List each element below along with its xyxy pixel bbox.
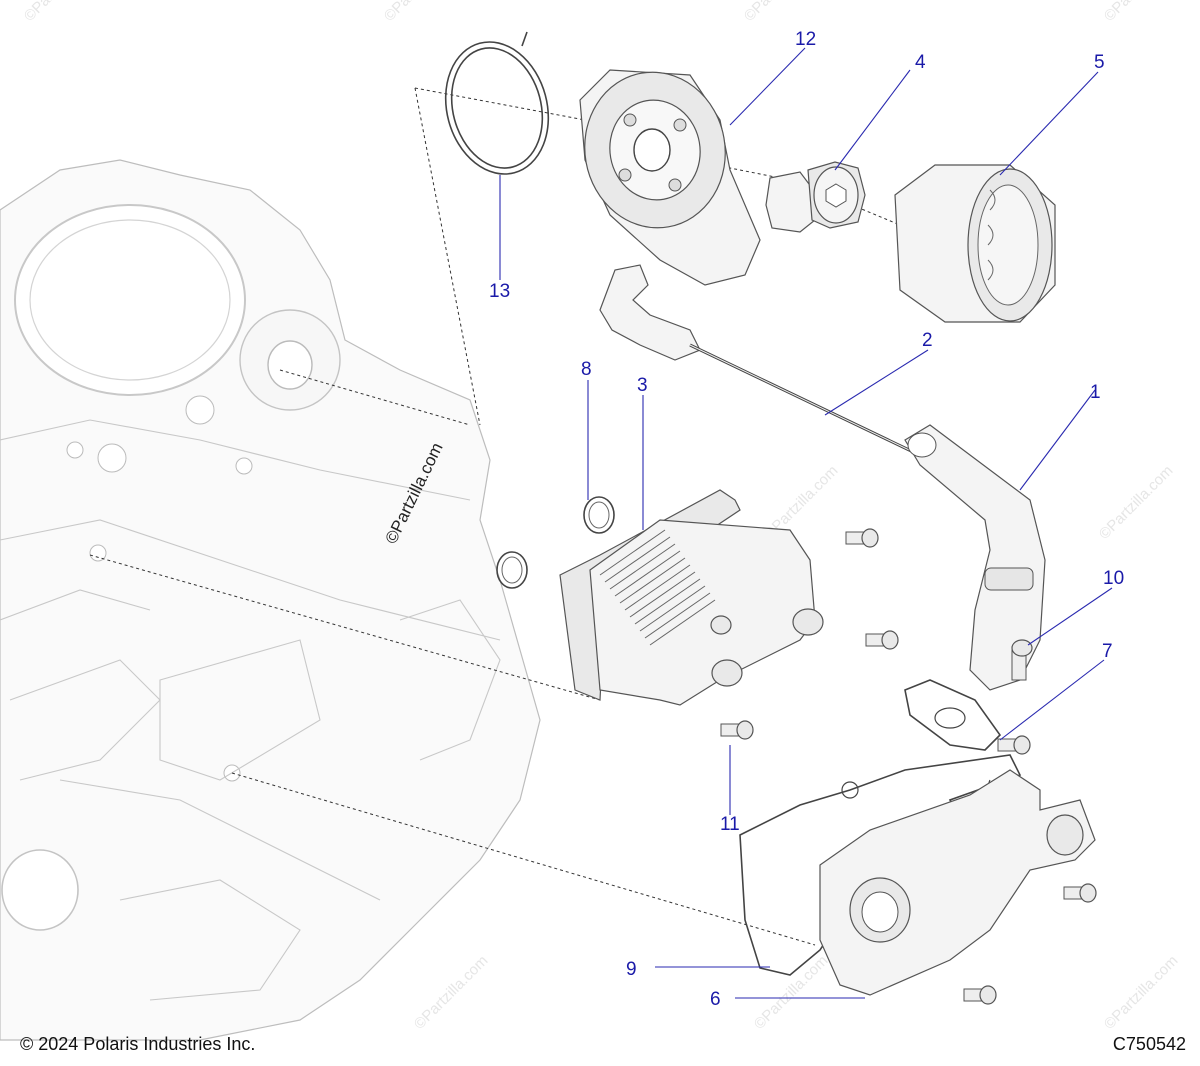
part-5-oil-filter	[894, 164, 1056, 323]
part-2-dipstick	[599, 264, 931, 462]
part-13-gasket	[444, 31, 550, 175]
watermark: ©Partzilla.com	[381, 0, 462, 25]
callout-5: 5	[1094, 52, 1105, 73]
watermark: ©Partzilla.com	[741, 0, 822, 25]
part-6-cooler-cover	[819, 769, 1096, 996]
callout-6: 6	[710, 989, 721, 1010]
callout-9: 9	[626, 959, 637, 980]
part-3-oil-cooler	[559, 489, 824, 706]
part-8-o-rings	[496, 496, 615, 589]
callout-13: 13	[489, 281, 510, 302]
callout-1: 1	[1090, 382, 1101, 403]
callout-7: 7	[1102, 641, 1113, 662]
leader-lines	[499, 47, 1113, 999]
callout-12: 12	[795, 29, 816, 50]
part-12-filter-adapter	[579, 69, 761, 286]
part-10-bolt	[1011, 639, 1033, 681]
watermark: ©Partzilla.com	[751, 952, 832, 1033]
part-1-dipstick-tube	[904, 424, 1046, 691]
callout-11: 11	[720, 814, 740, 835]
callout-8: 8	[581, 359, 592, 380]
watermark: ©Partzilla.com	[1096, 462, 1177, 543]
callouts: 1 2 3 4 5 6 7 8 9 10 11 12 13	[489, 29, 1124, 1010]
engine-crankcase	[0, 159, 541, 1041]
part-7-small-gasket	[904, 679, 1002, 751]
watermark: ©Partzilla.com	[1101, 0, 1182, 25]
part-4-center-bolt	[765, 161, 866, 233]
watermark: ©Partzilla.com	[1101, 952, 1182, 1033]
callout-4: 4	[915, 52, 926, 73]
watermark: ©Partzilla.com	[21, 0, 102, 25]
callout-2: 2	[922, 330, 933, 351]
copyright-notice: © 2024 Polaris Industries Inc.	[20, 1034, 256, 1054]
callout-10: 10	[1103, 568, 1124, 589]
drawing-number: C750542	[1112, 1034, 1186, 1054]
watermark: ©Partzilla.com	[411, 952, 492, 1033]
callout-3: 3	[637, 375, 648, 396]
